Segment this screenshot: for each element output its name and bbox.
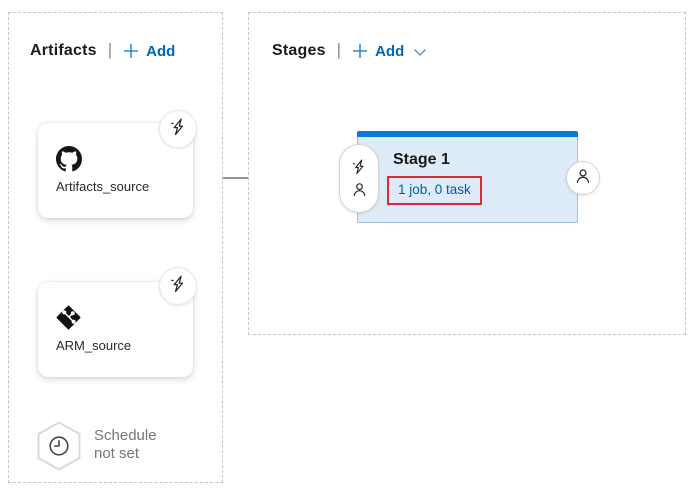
post-deployment-conditions[interactable] — [566, 161, 600, 195]
job-task-link[interactable]: 1 job, 0 task — [398, 182, 471, 197]
person-icon[interactable] — [351, 181, 368, 198]
annotation-red-box: 1 job, 0 task — [387, 176, 482, 205]
lightning-icon[interactable] — [351, 159, 367, 175]
stage-title: Stage 1 — [393, 151, 450, 168]
plus-icon — [123, 43, 139, 59]
artifacts-header: Artifacts | Add — [30, 40, 175, 62]
add-stage-button[interactable]: Add — [352, 43, 427, 60]
chevron-down-icon[interactable] — [413, 48, 427, 57]
stage-card[interactable]: Stage 1 1 job, 0 task — [357, 131, 578, 223]
continuous-deployment-trigger-badge[interactable] — [159, 267, 197, 305]
lightning-icon — [169, 118, 187, 141]
header-separator: | — [336, 40, 342, 59]
schedule-button[interactable]: Schedule not set — [36, 421, 157, 476]
lightning-icon — [169, 275, 187, 298]
artifacts-title: Artifacts — [30, 42, 97, 59]
continuous-deployment-trigger-badge[interactable] — [159, 110, 197, 148]
plus-icon — [352, 43, 368, 59]
artifact-card-arm-source[interactable]: ARM_source — [38, 282, 193, 377]
pre-deployment-conditions — [339, 144, 379, 213]
add-artifact-label: Add — [146, 42, 176, 60]
schedule-text: Schedule not set — [94, 421, 157, 463]
clock-icon — [36, 421, 82, 476]
add-artifact-button[interactable]: Add — [123, 43, 175, 60]
stages-title: Stages — [272, 42, 326, 59]
git-icon — [56, 305, 81, 330]
stage-selected-top-bar — [357, 131, 578, 137]
github-icon — [56, 146, 82, 172]
artifact-label: ARM_source — [56, 338, 132, 353]
schedule-line1: Schedule — [94, 427, 157, 444]
person-icon — [574, 167, 592, 190]
schedule-line2: not set — [94, 445, 140, 462]
stages-header: Stages | Add — [272, 40, 427, 62]
add-stage-label: Add — [375, 42, 405, 60]
artifact-label: Artifacts_source — [56, 179, 150, 194]
artifacts-panel — [8, 12, 223, 483]
header-separator: | — [107, 40, 113, 59]
